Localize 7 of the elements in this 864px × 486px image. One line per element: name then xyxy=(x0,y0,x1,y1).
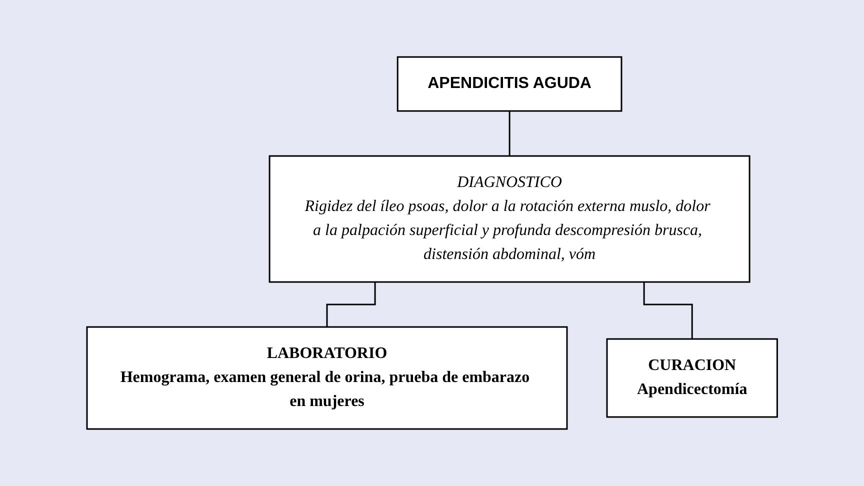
node-box: CURACION Apendicectomía xyxy=(606,338,778,418)
connector xyxy=(643,282,693,340)
node-box: APENDICITIS AGUDA xyxy=(396,56,622,112)
connector xyxy=(326,282,376,328)
node-box: DIAGNOSTICO Rigidez del íleo psoas, dolor a la rotación externa muslo, dolor a la palpación superficial y profunda descompresión brusca, distensión abdominal, vóm xyxy=(268,155,750,283)
connector xyxy=(508,111,510,157)
node-box: LABORATORIO Hemograma, examen general de orina, prueba de embarazo en mujeres xyxy=(86,326,568,430)
